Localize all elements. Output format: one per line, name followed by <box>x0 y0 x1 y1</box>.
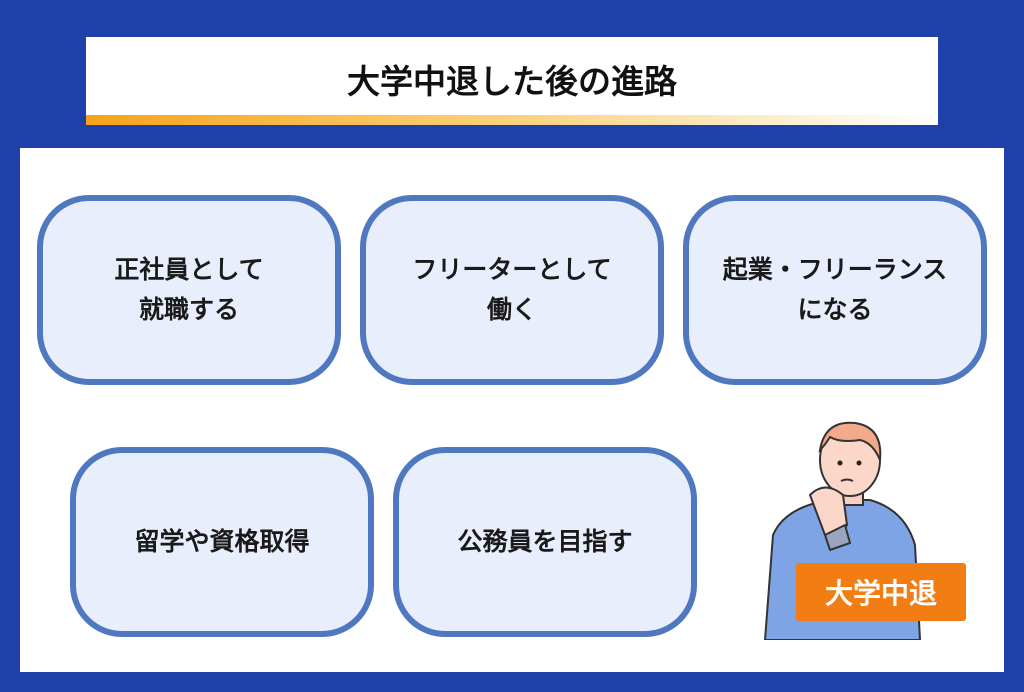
title-banner: 大学中退した後の進路 <box>86 37 938 125</box>
option-card-freeter: フリーターとして 働く <box>360 195 664 385</box>
option-card-civil-servant: 公務員を目指す <box>393 447 697 637</box>
dropout-badge: 大学中退 <box>796 563 966 621</box>
page-title: 大学中退した後の進路 <box>347 62 677 101</box>
option-card-study-abroad: 留学や資格取得 <box>70 447 374 637</box>
title-underline <box>86 115 938 125</box>
option-card-freelance: 起業・フリーランス になる <box>683 195 987 385</box>
option-card-employee: 正社員として 就職する <box>37 195 341 385</box>
